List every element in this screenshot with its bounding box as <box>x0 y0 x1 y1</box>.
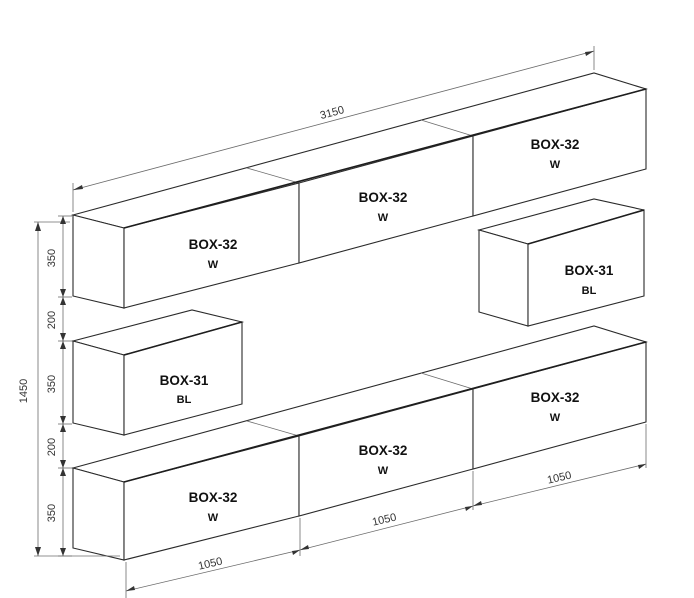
unit-model-label: BOX-32 <box>189 490 238 505</box>
unit-model-label: BOX-32 <box>531 137 580 152</box>
dimension-bottom-widths: 1050 1050 1050 <box>125 424 647 598</box>
unit-finish-label: W <box>378 465 389 477</box>
dimension-label: 1050 <box>197 555 224 572</box>
unit-model-label: BOX-32 <box>531 390 580 405</box>
unit-finish-label: W <box>378 212 389 224</box>
bottom-row <box>70 325 648 561</box>
unit-finish-label: W <box>208 512 219 524</box>
unit-model-label: BOX-31 <box>160 373 209 388</box>
dimension-label: 200 <box>46 311 58 329</box>
unit-finish-label: BL <box>582 285 597 297</box>
dimension-label: 1050 <box>371 511 398 528</box>
dimension-label: 350 <box>46 504 58 522</box>
dimension-label: 200 <box>46 438 58 456</box>
dimension-label: 3150 <box>319 104 346 122</box>
dimension-label: 1450 <box>18 379 30 403</box>
unit-finish-label: W <box>550 159 561 171</box>
dimension-vertical-segments: 350 200 350 200 350 <box>46 215 72 557</box>
unit-finish-label: W <box>208 259 219 271</box>
dimension-label: 350 <box>46 375 58 393</box>
unit-model-label: BOX-32 <box>359 190 408 205</box>
unit-finish-label: W <box>550 412 561 424</box>
unit-model-label: BOX-32 <box>359 443 408 458</box>
unit-model-label: BOX-32 <box>189 237 238 252</box>
dimension-total-height: 1450 <box>18 221 120 557</box>
unit-model-label: BOX-31 <box>565 263 614 278</box>
dimension-label: 1050 <box>546 469 573 486</box>
middle-right-unit <box>476 198 645 327</box>
top-row <box>70 72 648 309</box>
unit-labels: BOX-32 W BOX-32 W BOX-32 W BOX-31 BL BOX… <box>160 137 614 524</box>
unit-finish-label: BL <box>177 394 192 406</box>
dimension-label: 350 <box>46 249 58 267</box>
middle-left-unit <box>70 309 245 436</box>
